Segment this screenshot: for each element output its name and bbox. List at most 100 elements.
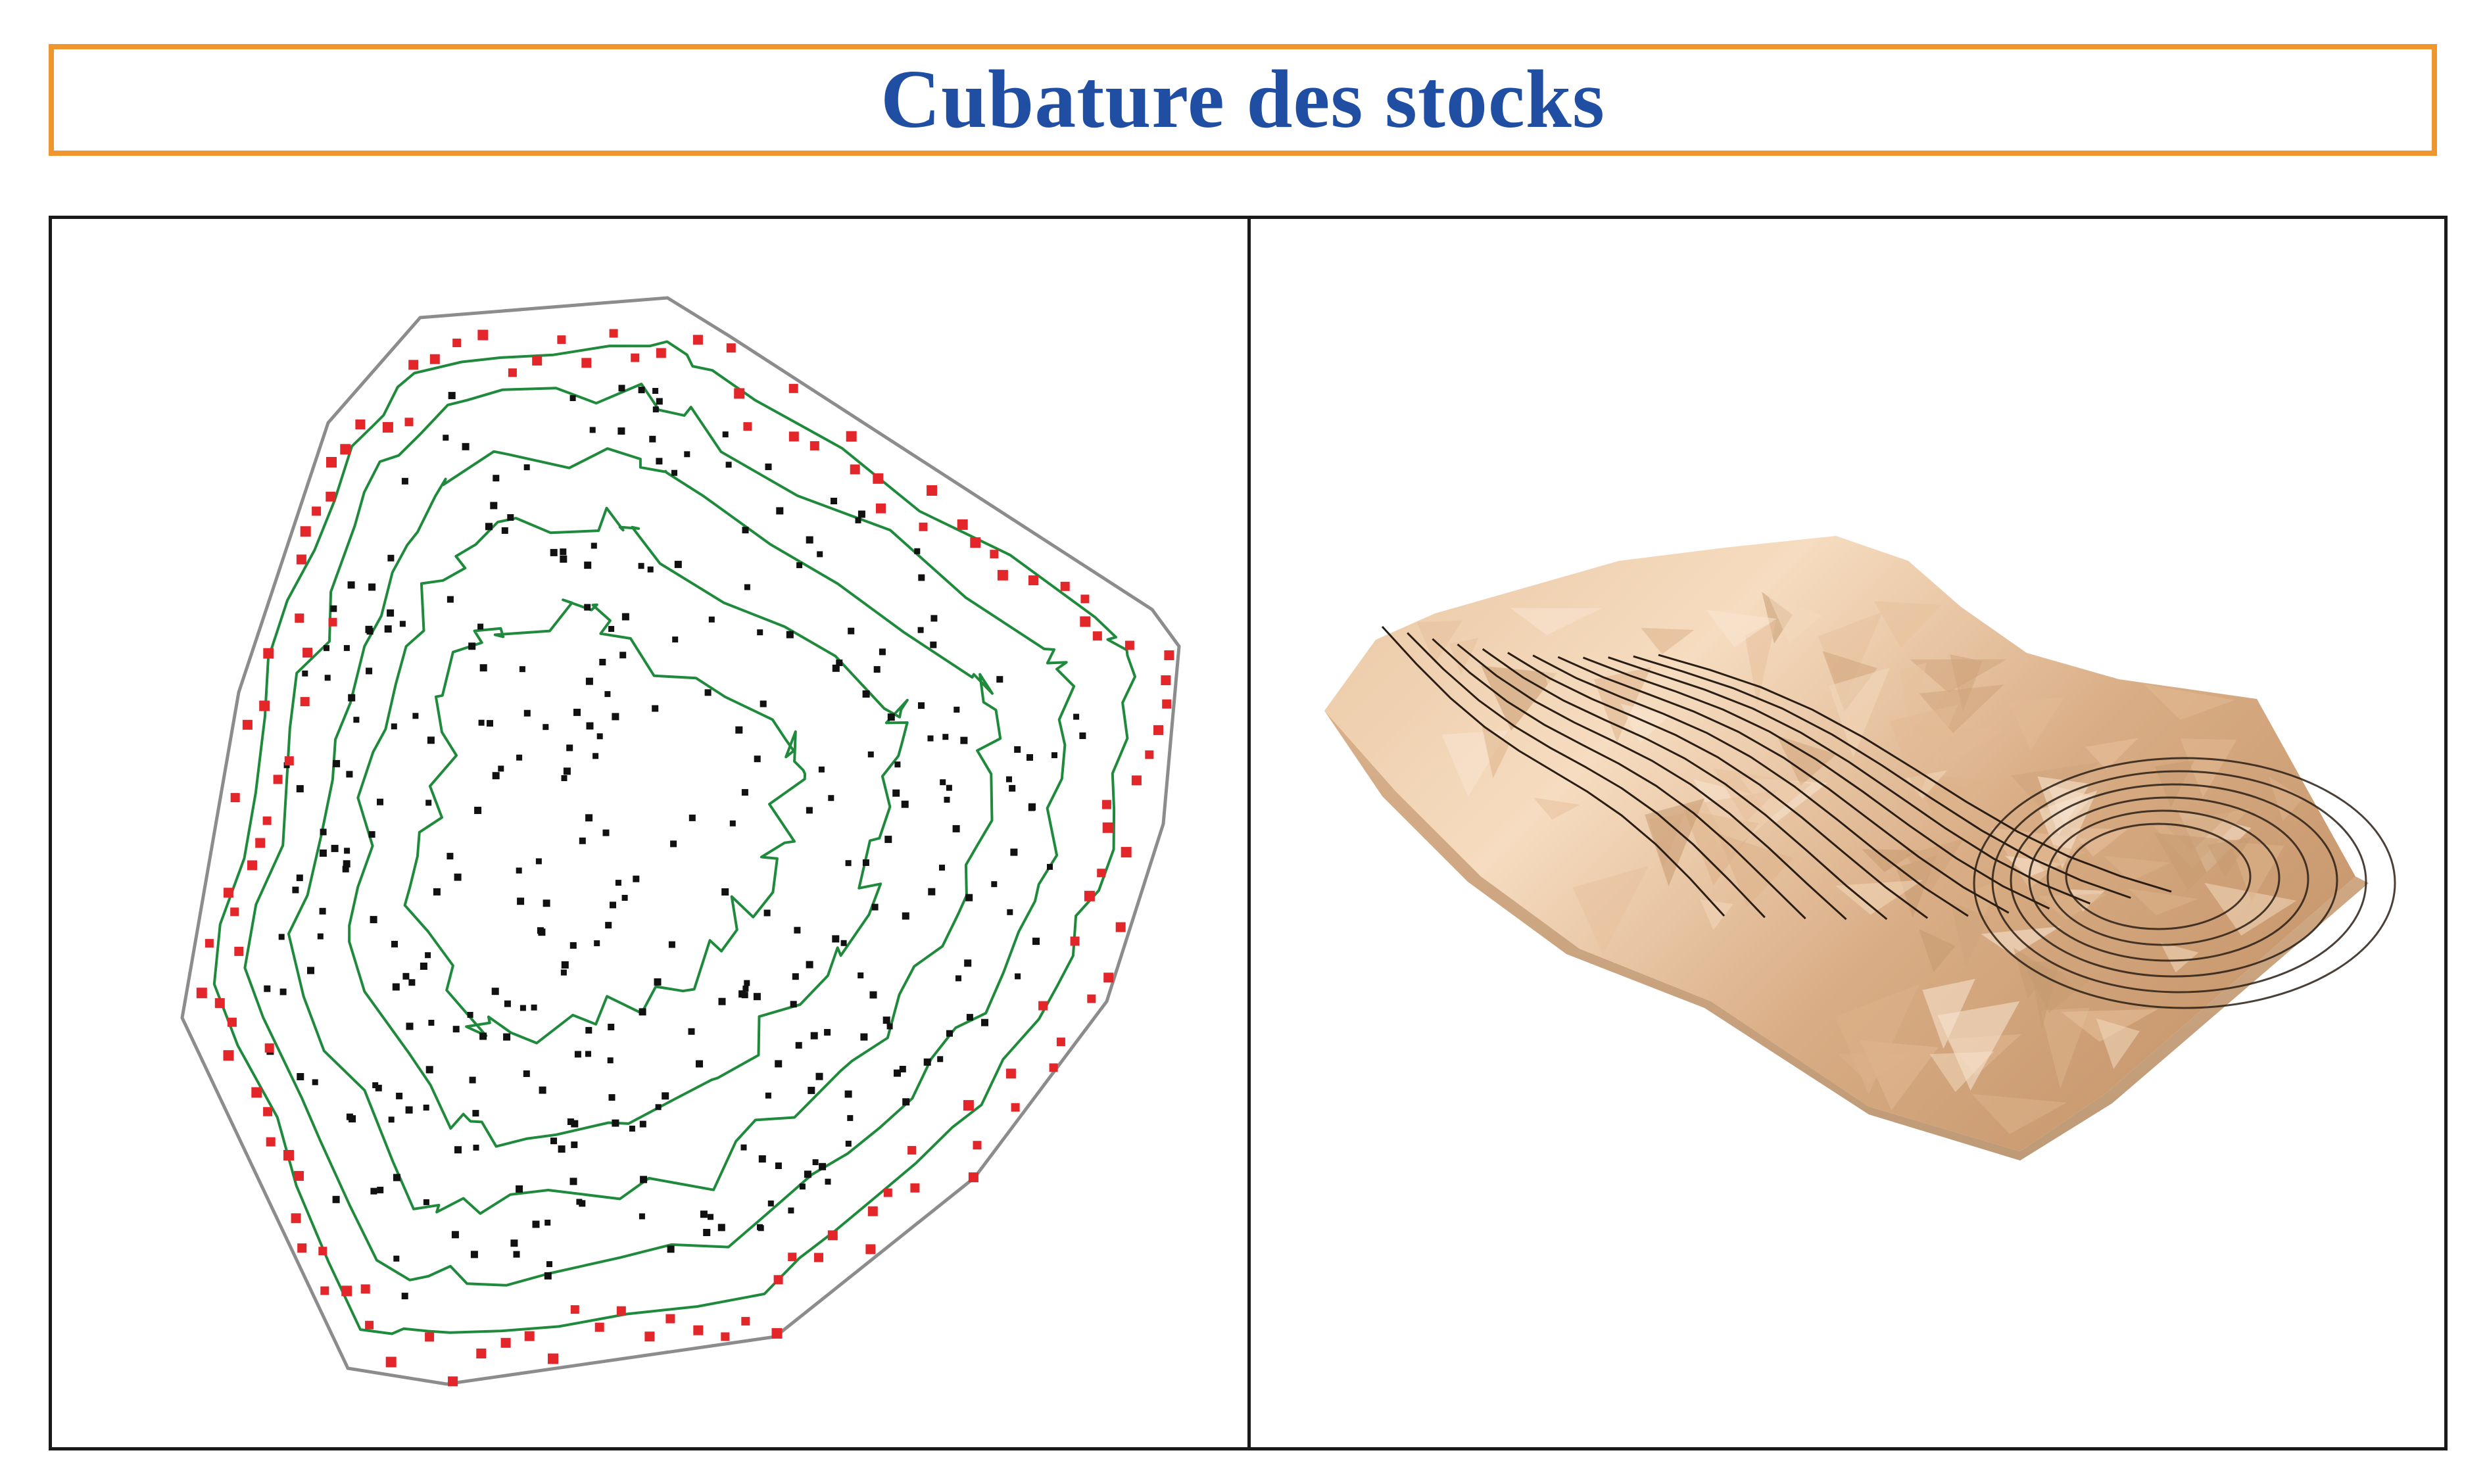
survey-point <box>479 1032 487 1040</box>
survey-point <box>862 859 869 866</box>
survey-point <box>618 385 625 392</box>
panel-divider <box>1247 219 1251 1447</box>
survey-point <box>569 942 577 949</box>
survey-point <box>825 1178 831 1185</box>
survey-point <box>247 860 257 871</box>
survey-point <box>519 666 525 673</box>
survey-point <box>1006 776 1012 782</box>
survey-point <box>795 1041 802 1049</box>
surface-facet <box>2069 828 2128 857</box>
survey-point <box>467 1012 473 1018</box>
survey-point <box>753 993 761 1001</box>
survey-point <box>365 625 373 633</box>
survey-point <box>387 554 395 562</box>
survey-point <box>566 744 573 752</box>
surface-contour-line <box>2028 796 2309 962</box>
survey-point <box>513 1251 520 1258</box>
survey-point <box>385 1356 397 1368</box>
survey-point <box>619 652 627 659</box>
survey-point <box>498 765 504 772</box>
survey-point <box>923 1058 931 1066</box>
surface-facet <box>1510 608 1602 636</box>
survey-point <box>765 1092 771 1099</box>
survey-point <box>330 605 337 612</box>
survey-point <box>652 388 659 394</box>
survey-point <box>507 514 514 521</box>
survey-point <box>721 1332 730 1341</box>
survey-point <box>735 726 743 734</box>
surface-facet <box>1919 684 2004 734</box>
surface-contour-line <box>2065 823 2252 930</box>
survey-point <box>302 670 308 677</box>
survey-point <box>871 903 879 911</box>
survey-point <box>656 398 663 405</box>
survey-point <box>223 888 233 898</box>
survey-point <box>1015 973 1021 980</box>
survey-point <box>448 392 456 400</box>
surface-contour-line <box>1381 625 1726 917</box>
survey-point <box>384 625 392 633</box>
survey-point <box>901 800 909 808</box>
survey-point <box>408 360 419 370</box>
survey-point <box>684 451 690 458</box>
survey-point <box>543 724 549 730</box>
survey-point <box>654 978 662 986</box>
surface-facet <box>2128 888 2198 915</box>
survey-point <box>349 1115 356 1123</box>
surface-contour-line <box>1658 654 2172 893</box>
survey-point <box>644 1331 655 1342</box>
survey-point <box>318 1247 327 1256</box>
survey-point <box>501 527 508 534</box>
survey-point <box>341 1285 352 1297</box>
survey-point <box>585 1026 592 1034</box>
surface-contour-line <box>1507 652 1928 919</box>
survey-point <box>963 1100 974 1111</box>
survey-point <box>532 355 543 366</box>
survey-point <box>544 1272 552 1280</box>
surface-facet <box>1971 1093 2067 1134</box>
survey-point <box>491 988 499 995</box>
survey-point <box>670 840 677 848</box>
survey-point <box>320 1286 329 1295</box>
surface-model-drawing <box>1324 536 2396 1161</box>
survey-point <box>594 940 600 947</box>
survey-point <box>609 329 618 338</box>
survey-point <box>810 1032 818 1040</box>
survey-point <box>503 1033 511 1041</box>
survey-point <box>608 1094 616 1101</box>
survey-point <box>722 431 729 438</box>
survey-point <box>882 1017 890 1024</box>
survey-point <box>693 1325 704 1335</box>
survey-point <box>599 659 606 665</box>
surface-facet <box>2004 855 2064 877</box>
survey-point <box>1101 800 1111 809</box>
survey-point <box>427 1067 433 1074</box>
survey-point <box>649 435 656 443</box>
survey-point <box>391 723 397 730</box>
survey-point <box>473 1144 479 1151</box>
survey-point <box>902 1098 910 1106</box>
survey-point <box>500 1337 511 1348</box>
surface-facet <box>2037 776 2090 836</box>
survey-point <box>827 1230 838 1241</box>
survey-point <box>579 837 586 844</box>
survey-point <box>516 754 523 761</box>
survey-point <box>596 733 603 740</box>
survey-point <box>629 1126 635 1132</box>
surface-model-panel <box>1251 219 2448 1447</box>
survey-point <box>857 510 865 518</box>
survey-point <box>452 339 462 347</box>
survey-point <box>918 702 925 709</box>
survey-point <box>472 1110 479 1117</box>
survey-point <box>960 736 968 744</box>
page-title: Cubature des stocks <box>881 54 1605 145</box>
survey-point <box>571 1141 578 1149</box>
survey-point <box>1162 699 1172 709</box>
survey-point <box>479 664 487 672</box>
survey-point <box>771 1328 783 1339</box>
survey-point <box>869 991 877 999</box>
survey-point <box>638 387 645 394</box>
survey-point <box>474 807 482 814</box>
surface-facet <box>2096 1018 2140 1069</box>
survey-point <box>734 388 745 399</box>
